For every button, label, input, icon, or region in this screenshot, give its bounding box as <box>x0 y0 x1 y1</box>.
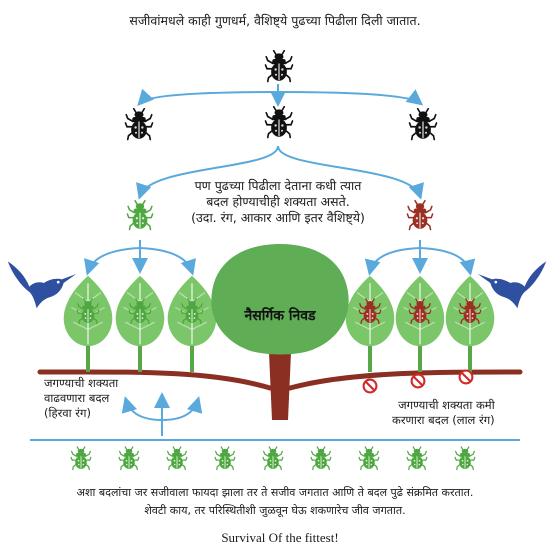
parent-beetle-icon <box>264 50 294 83</box>
green-beetle-icon <box>310 446 332 471</box>
hummingbird-icon <box>7 261 77 309</box>
unfavorable-line-2: करणारा बदल (लाल रंग) <box>392 413 495 427</box>
unfavorable-line-1: जगण्याची शक्यता कमी <box>398 398 495 412</box>
green-branch-arrows <box>84 240 196 276</box>
variation-line-2: बदल होण्याचीही शक्यता असते. <box>206 194 350 209</box>
green-beetle-icon <box>166 446 188 471</box>
prohibition-icon <box>458 369 474 385</box>
prohibition-icon <box>410 373 426 389</box>
unfavorable-change-text: जगण्याची शक्यता कमी करणारा बदल (लाल रंग) <box>392 398 495 428</box>
survival-arrows <box>121 392 203 436</box>
conclusion-line-1: अशा बदलांचा जर सजीवाला फायदा झाला तर ते … <box>76 486 474 499</box>
favorable-change-text: जगण्याची शक्यता वाढवणारा बदल (हिरवा रंग) <box>44 376 118 421</box>
green-beetle-icon <box>358 446 380 471</box>
green-beetle-icon <box>126 200 154 231</box>
green-beetle-icon <box>454 446 476 471</box>
black-beetle-icon <box>264 106 294 139</box>
green-beetle-icon <box>406 446 428 471</box>
green-beetle-icon <box>70 446 92 471</box>
favorable-line-2: वाढवणारा बदल <box>44 391 110 405</box>
green-beetle-icon <box>262 446 284 471</box>
variation-line-3: (उदा. रंग, आकार आणि इतर वैशिष्ट्ये) <box>191 210 365 225</box>
top-inheritance-arrows <box>137 84 424 107</box>
central-tree-canopy <box>211 244 349 355</box>
surviving-population <box>70 446 476 471</box>
green-beetle-icon <box>214 446 236 471</box>
black-beetle-icon <box>124 108 154 141</box>
green-beetle-icon <box>118 446 140 471</box>
footer-text: Survival Of the fittest! <box>221 530 339 545</box>
red-branch-arrows <box>364 240 476 276</box>
conclusion-text: अशा बदलांचा जर सजीवाला फायदा झाला तर ते … <box>77 484 474 520</box>
conclusion-line-2: शेवटी काय, तर परिस्थितीशी जुळवून घेऊ शकण… <box>144 504 406 517</box>
favorable-line-3: (हिरवा रंग) <box>44 406 91 420</box>
prohibition-icon <box>362 378 378 394</box>
red-beetle-icon <box>406 200 434 231</box>
variation-text: पण पुढच्या पिढीला देताना कधी त्यात बदल ह… <box>191 178 365 226</box>
natural-selection-label: नैसर्गिक निवड <box>244 308 316 324</box>
variation-line-1: पण पुढच्या पिढीला देताना कधी त्यात <box>194 178 362 193</box>
variation-arrows <box>136 145 424 200</box>
tree-branches <box>37 369 523 391</box>
favorable-line-1: जगण्याची शक्यता <box>44 376 119 390</box>
header-text: सजीवांमधले काही गुणधर्म, वैशिष्ट्ये पुढच… <box>129 13 421 28</box>
black-beetle-icon <box>408 108 438 141</box>
